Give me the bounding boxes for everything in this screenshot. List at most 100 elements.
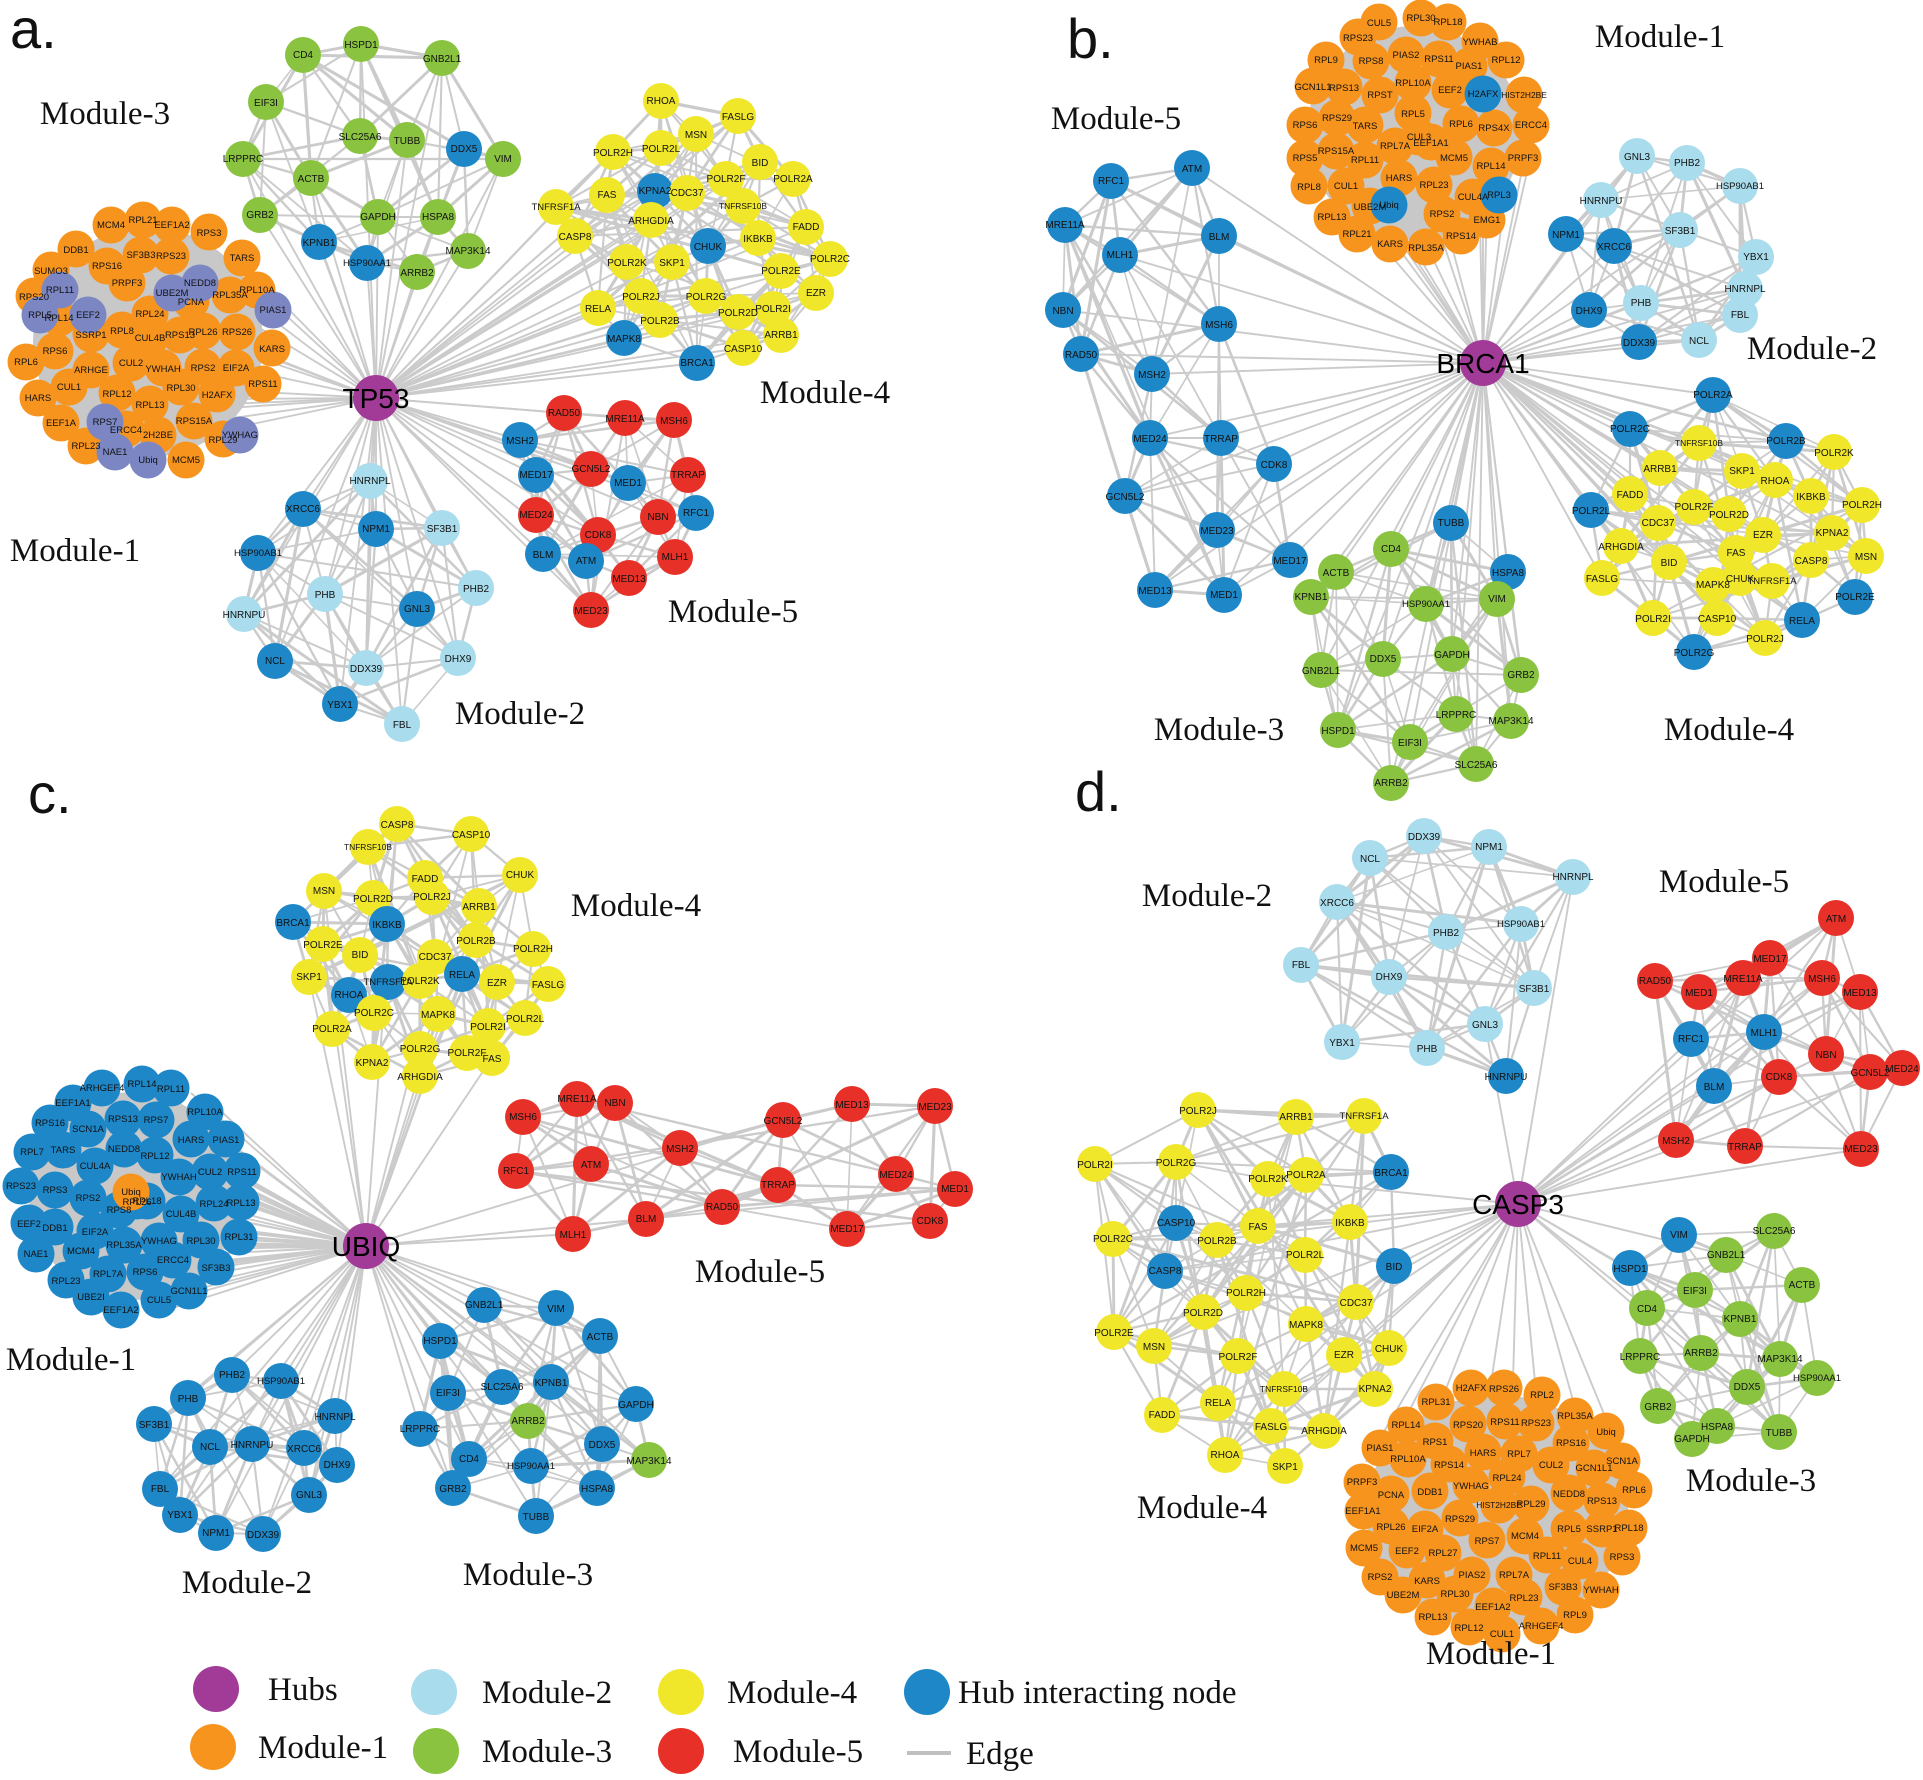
svg-text:CUL2: CUL2 [119, 358, 143, 369]
svg-text:POLR2F: POLR2F [707, 174, 746, 185]
svg-text:NAE1: NAE1 [103, 447, 128, 458]
svg-text:EIF2A: EIF2A [82, 1227, 109, 1238]
svg-text:RPS7: RPS7 [93, 417, 118, 428]
svg-text:UBE2M: UBE2M [156, 288, 189, 299]
svg-text:FBL: FBL [1292, 960, 1311, 971]
svg-text:MAP3K14: MAP3K14 [626, 1456, 671, 1467]
svg-text:GNL3: GNL3 [1472, 1020, 1499, 1031]
svg-text:RAD50: RAD50 [706, 1202, 739, 1213]
svg-text:POLR2A: POLR2A [312, 1024, 352, 1035]
svg-text:HSPA8: HSPA8 [581, 1484, 613, 1495]
svg-text:TARS: TARS [1353, 121, 1378, 132]
svg-text:RELA: RELA [585, 304, 611, 315]
svg-text:YWHAH: YWHAH [145, 364, 181, 375]
svg-text:Module-3: Module-3 [482, 1734, 612, 1770]
svg-text:RPS13: RPS13 [1329, 83, 1359, 94]
svg-text:KPNA2: KPNA2 [1816, 528, 1849, 539]
svg-text:EIF3I: EIF3I [1683, 1286, 1707, 1297]
svg-text:MED23: MED23 [1200, 526, 1234, 537]
svg-text:YWHAH: YWHAH [1583, 1585, 1619, 1596]
svg-text:FASLG: FASLG [722, 112, 754, 123]
svg-text:TNFRSF10B: TNFRSF10B [1260, 1384, 1308, 1394]
svg-text:GRB2: GRB2 [246, 210, 274, 221]
svg-text:GCN5L2: GCN5L2 [1106, 492, 1145, 503]
svg-text:BRCA1: BRCA1 [1436, 348, 1529, 379]
svg-text:RPL21: RPL21 [128, 215, 157, 226]
svg-text:FADD: FADD [412, 874, 439, 885]
svg-text:RPL7A: RPL7A [93, 1269, 124, 1280]
svg-text:EEF2: EEF2 [1395, 1546, 1419, 1557]
svg-text:PHB2: PHB2 [1433, 928, 1460, 939]
svg-text:RPS8: RPS8 [1359, 56, 1384, 67]
svg-text:ARHGDIA: ARHGDIA [1598, 542, 1644, 553]
svg-text:CD4: CD4 [459, 1454, 479, 1465]
svg-text:CDK8: CDK8 [1766, 1072, 1793, 1083]
svg-text:POLR2H: POLR2H [513, 944, 553, 955]
svg-text:IKBKB: IKBKB [1796, 492, 1826, 503]
svg-text:RFC1: RFC1 [503, 1166, 530, 1177]
svg-text:TRRAP: TRRAP [671, 470, 705, 481]
svg-text:RPL11: RPL11 [1533, 1551, 1561, 1562]
svg-text:Module-5: Module-5 [1051, 101, 1181, 137]
svg-text:PCNA: PCNA [178, 297, 205, 308]
svg-text:FAS: FAS [483, 1054, 502, 1065]
svg-text:Module-5: Module-5 [668, 594, 798, 630]
svg-text:CUL4A: CUL4A [1458, 192, 1489, 203]
svg-text:MSH6: MSH6 [1205, 320, 1233, 331]
svg-text:RPL18: RPL18 [1614, 1523, 1643, 1534]
svg-text:GNB2L1: GNB2L1 [1302, 666, 1341, 677]
svg-text:BLM: BLM [533, 550, 554, 561]
svg-text:RELA: RELA [1789, 616, 1815, 627]
svg-text:RPL7: RPL7 [20, 1147, 44, 1158]
svg-text:RPS7: RPS7 [1475, 1536, 1500, 1547]
svg-text:PRPF3: PRPF3 [1347, 1477, 1378, 1488]
svg-text:EZR: EZR [1753, 530, 1773, 541]
svg-text:MSH2: MSH2 [506, 436, 534, 447]
svg-text:MCM5: MCM5 [1440, 153, 1468, 164]
svg-text:GCN1L1: GCN1L1 [171, 1286, 208, 1297]
svg-text:DDB1: DDB1 [63, 245, 88, 256]
svg-text:NPM1: NPM1 [202, 1528, 230, 1539]
svg-text:POLR2L: POLR2L [1286, 1250, 1325, 1261]
svg-text:RPL26: RPL26 [122, 1197, 151, 1208]
svg-text:GNL3: GNL3 [1624, 152, 1651, 163]
svg-text:RPS1: RPS1 [1423, 1437, 1448, 1448]
svg-text:CUL5: CUL5 [147, 1295, 171, 1306]
svg-text:MED24: MED24 [1133, 434, 1167, 445]
svg-text:FADD: FADD [1617, 490, 1644, 501]
svg-text:POLR2D: POLR2D [1709, 510, 1749, 521]
svg-text:RPS11: RPS11 [227, 1167, 256, 1178]
svg-text:DDB1: DDB1 [42, 1223, 67, 1234]
svg-text:CUL2: CUL2 [1539, 1460, 1563, 1471]
svg-text:IKBKB: IKBKB [372, 920, 402, 931]
svg-text:POLR2J: POLR2J [1746, 634, 1784, 645]
svg-text:RPL3: RPL3 [1487, 190, 1511, 201]
svg-text:MCM5: MCM5 [1350, 1543, 1378, 1554]
svg-text:GCN1L1: GCN1L1 [1576, 1463, 1613, 1474]
svg-text:YWHAH: YWHAH [161, 1172, 197, 1183]
svg-text:HSP90AA1: HSP90AA1 [343, 258, 391, 269]
svg-text:RPL7A: RPL7A [1499, 1570, 1530, 1581]
svg-text:MSH2: MSH2 [666, 1144, 694, 1155]
svg-text:VIM: VIM [494, 154, 512, 165]
svg-text:RPS29: RPS29 [1322, 113, 1352, 124]
svg-text:a.: a. [10, 0, 57, 60]
svg-text:Module-2: Module-2 [1747, 331, 1877, 367]
svg-text:DDX5: DDX5 [451, 144, 478, 155]
svg-text:CASP8: CASP8 [381, 820, 414, 831]
svg-text:MSH2: MSH2 [1138, 370, 1166, 381]
svg-text:EZR: EZR [1334, 1350, 1354, 1361]
svg-text:FASLG: FASLG [1586, 574, 1618, 585]
svg-text:RPL14: RPL14 [44, 313, 73, 324]
svg-text:RPS11: RPS11 [1490, 1417, 1519, 1428]
svg-text:Module-3: Module-3 [463, 1557, 593, 1593]
svg-text:HARS: HARS [25, 393, 51, 404]
svg-text:RAD50: RAD50 [548, 408, 581, 419]
svg-text:GCN1L1: GCN1L1 [1295, 82, 1332, 93]
svg-text:MLH1: MLH1 [1107, 250, 1134, 261]
svg-text:POLR2A: POLR2A [1693, 390, 1733, 401]
svg-text:HSP90AA1: HSP90AA1 [507, 1461, 555, 1472]
svg-text:LRPPRC: LRPPRC [400, 1424, 441, 1435]
svg-text:CASP10: CASP10 [1157, 1218, 1196, 1229]
svg-text:HARS: HARS [1470, 1448, 1496, 1459]
